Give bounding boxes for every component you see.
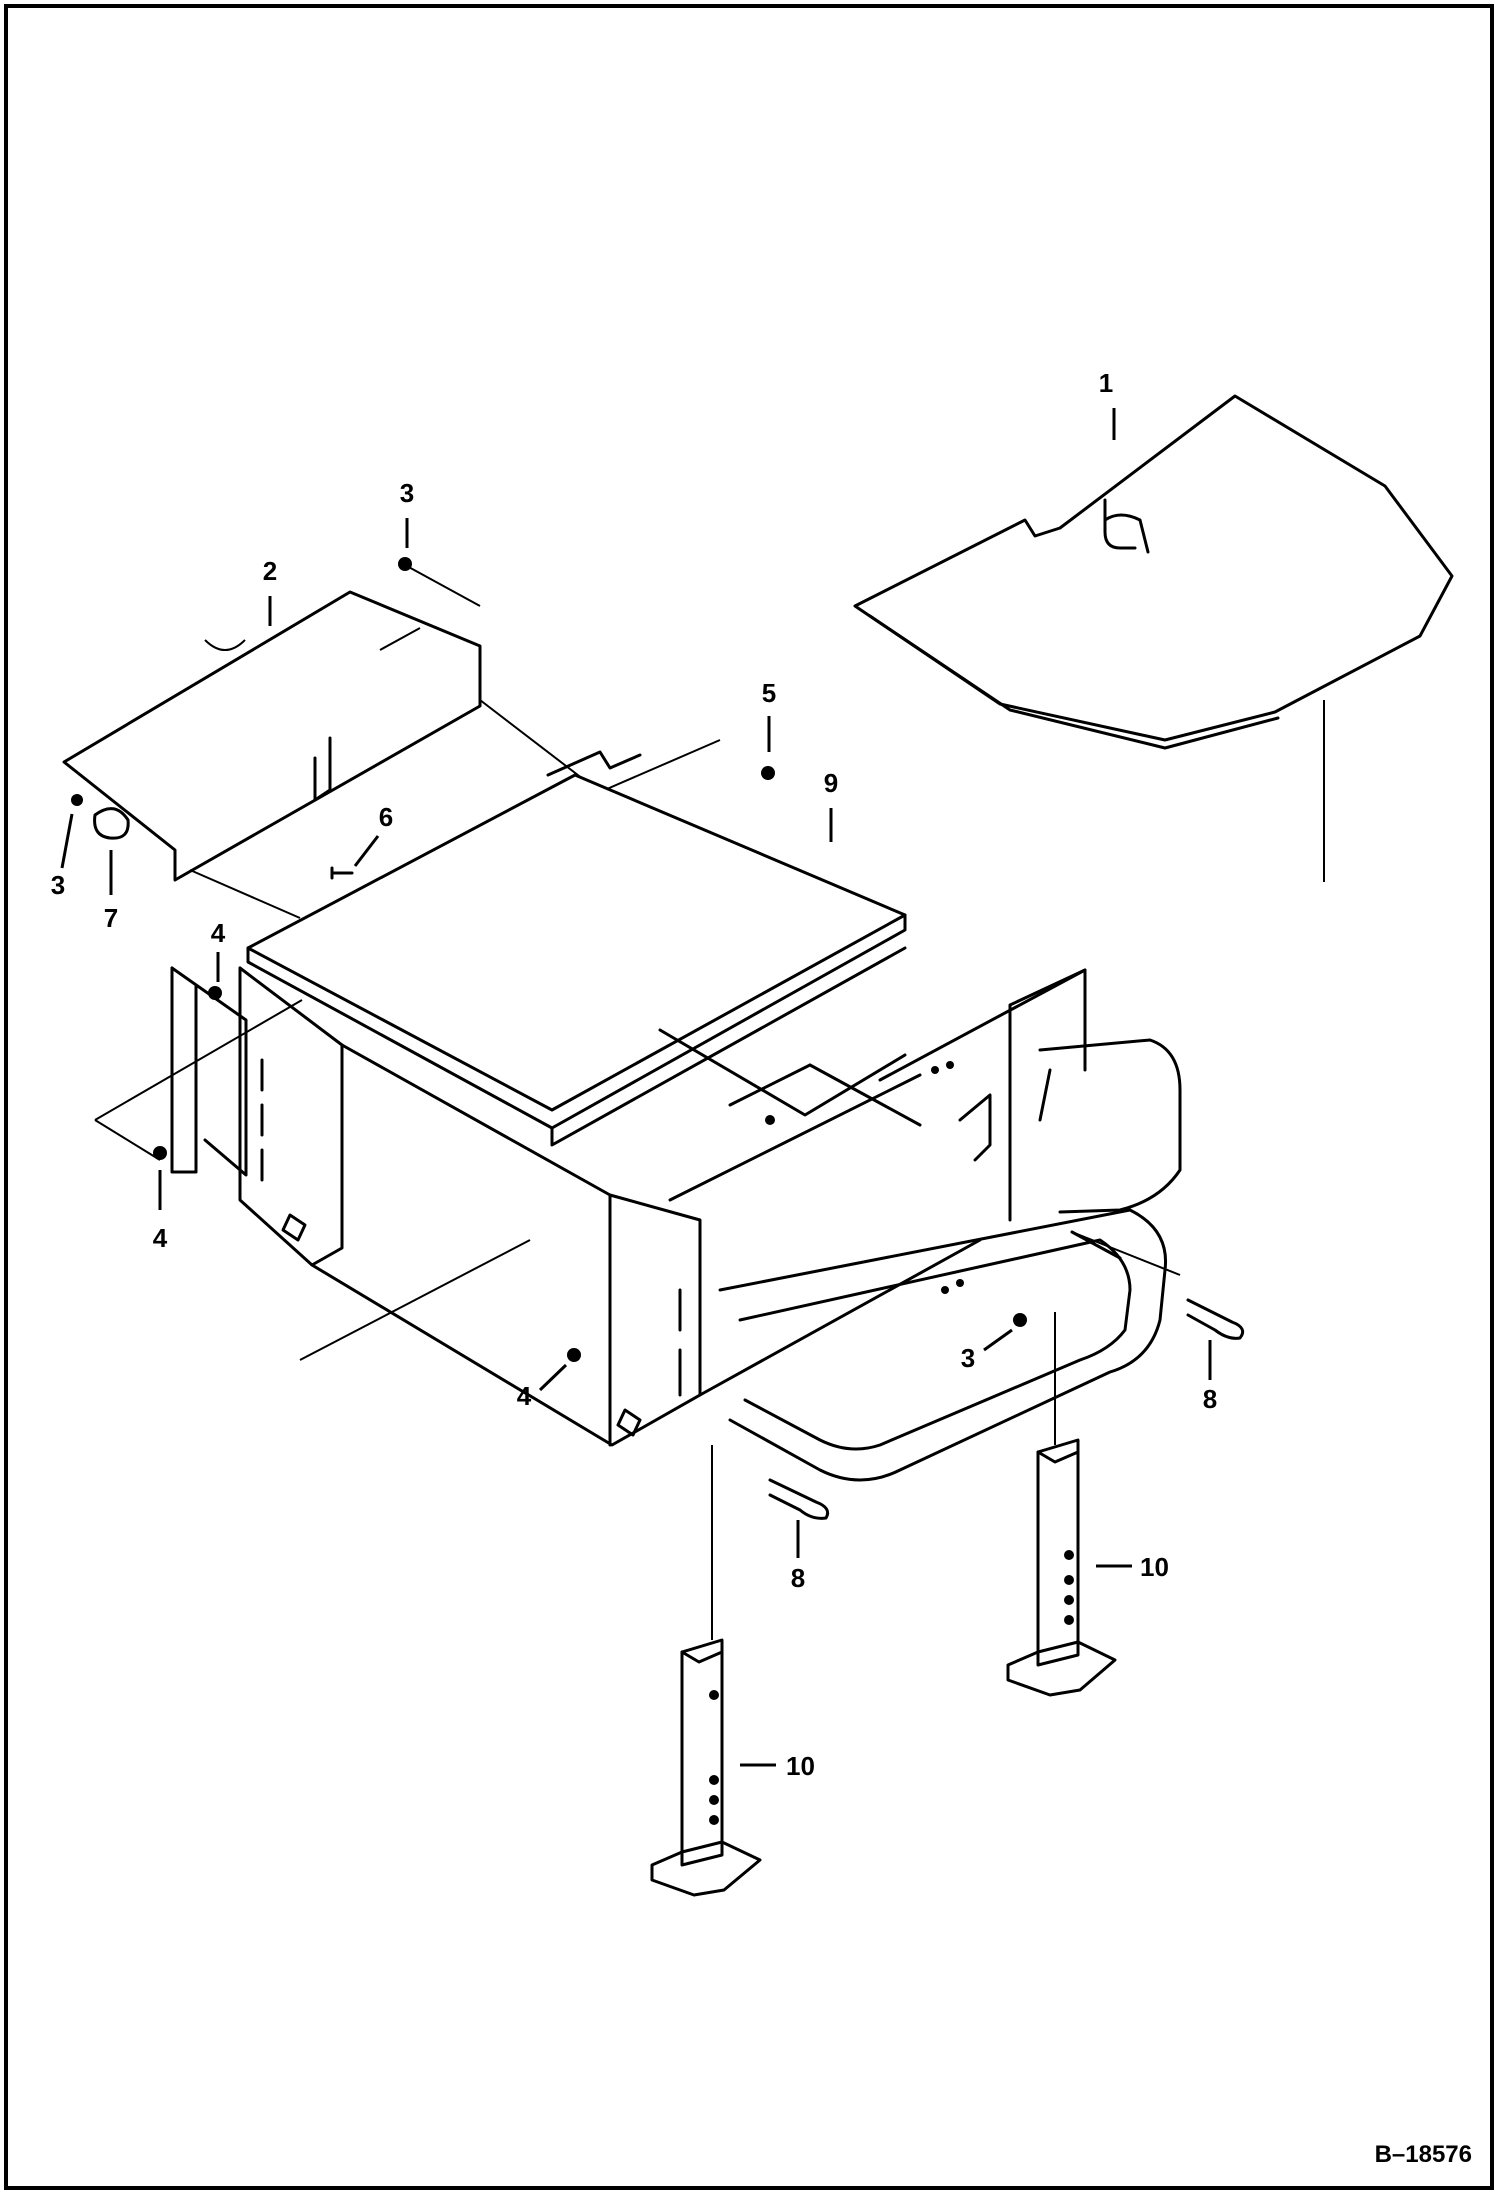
figure-id: B–18576: [1375, 2141, 1472, 2168]
leader-6: [353, 835, 380, 867]
leader-3-right: [983, 1328, 1013, 1352]
hardware: [71, 557, 1245, 1520]
callout-3-left: 3: [51, 870, 65, 900]
part-2-side-shield: [62, 564, 721, 919]
callout-9: 9: [824, 768, 838, 798]
callout-3-right: 3: [961, 1343, 975, 1373]
callout-4-left: 4: [153, 1223, 168, 1253]
leader-3-left: [60, 813, 74, 869]
part-10-jack-stand-right: [1006, 1438, 1117, 1697]
callout-4-bottom: 4: [517, 1381, 532, 1411]
callout-4-upper: 4: [211, 918, 226, 948]
callout-8-bottom: 8: [791, 1563, 805, 1593]
callout-1: 1: [1099, 368, 1113, 398]
part-9-seat-base: [246, 750, 907, 1147]
callouts: 1 2 3 3 3 4 4 4 5 6 7 8 8: [51, 368, 1217, 1781]
part-10-jack-stand-left: [650, 1638, 762, 1897]
callout-3-top: 3: [400, 478, 414, 508]
callout-6: 6: [379, 802, 393, 832]
callout-10-left: 10: [786, 1751, 815, 1781]
callout-7: 7: [104, 903, 118, 933]
callout-2: 2: [263, 556, 277, 586]
callout-10-right: 10: [1140, 1552, 1169, 1582]
callout-5: 5: [762, 678, 776, 708]
part-1-cover-plate: [853, 394, 1454, 882]
main-frame: [94, 966, 1182, 1640]
leader-4-bottom: [538, 1363, 568, 1392]
drawing-border: [4, 4, 1494, 2190]
callout-8-right: 8: [1203, 1384, 1217, 1414]
